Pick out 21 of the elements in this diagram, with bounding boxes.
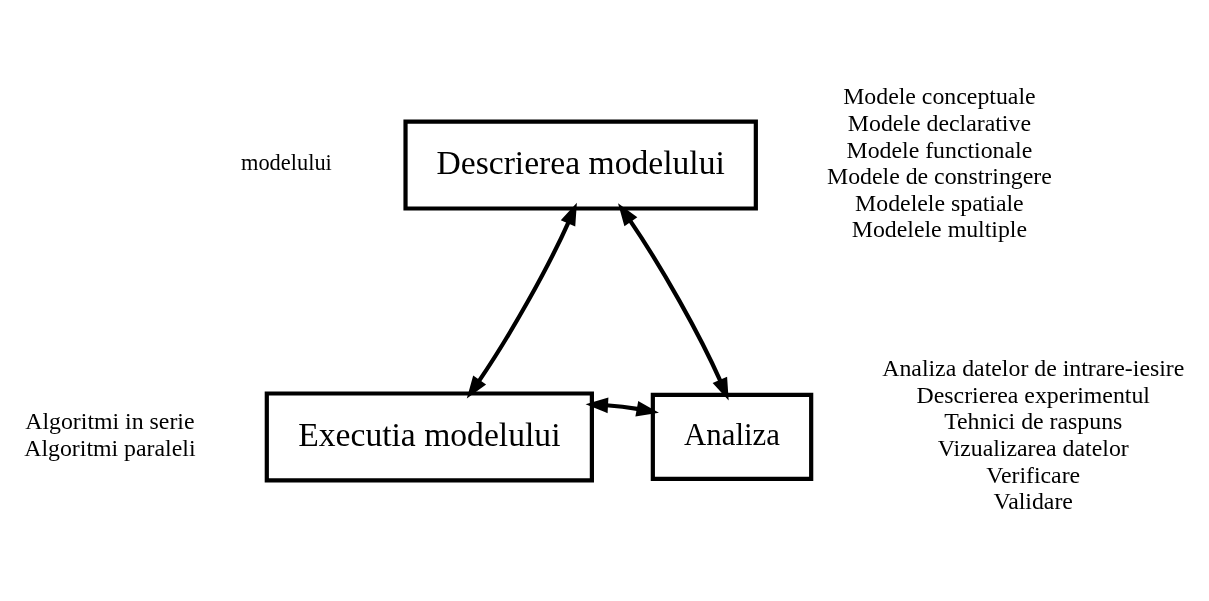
node-label: Tehnici de raspuns xyxy=(944,407,1123,434)
node-label: Verificare xyxy=(986,461,1081,488)
node-box: Executia modelului xyxy=(264,390,594,482)
node-label: Modelele spatiale xyxy=(855,189,1024,216)
node-label: Descrierea experimentul xyxy=(916,381,1150,408)
node-label: Modele de constringere xyxy=(826,162,1052,189)
node-box: Analiza xyxy=(650,392,814,481)
node-label: Modele conceptuale xyxy=(843,82,1036,109)
node-label: Modele declarative xyxy=(847,109,1031,136)
arrow xyxy=(618,202,729,400)
node-label: Validare xyxy=(993,487,1073,514)
arrow xyxy=(466,202,577,399)
node-label: Vizualizarea datelor xyxy=(937,434,1129,461)
node-label: Analiza datelor de intrare-iesire xyxy=(882,354,1185,381)
label: modelului xyxy=(240,149,332,175)
node-label: Algoritmi in serie xyxy=(25,407,195,434)
node-label: Algoritmi paraleli xyxy=(24,434,196,461)
arrow xyxy=(585,397,659,416)
node-label: Modele functionale xyxy=(846,136,1033,163)
node-label: Modelele multiple xyxy=(851,215,1028,242)
node-box: Descrierea modelului xyxy=(403,119,758,211)
